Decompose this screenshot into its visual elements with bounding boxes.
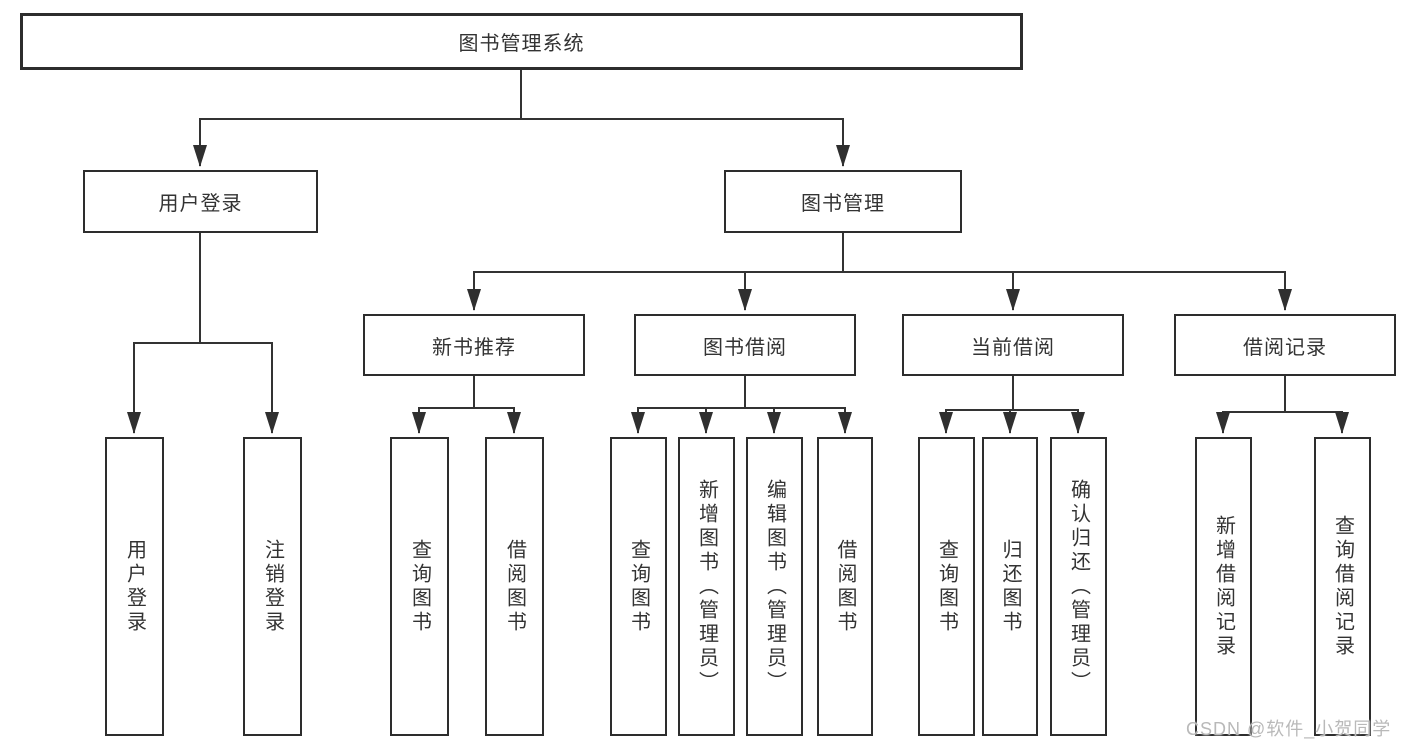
node-book-management-label: 图书管理 [801,193,885,215]
leaf-edit-books-admin: 编辑图书（管理员） [746,437,803,736]
leaf-query-books-borrowing-label: 查询图书 [627,538,650,635]
node-new-book-recommend-label: 新书推荐 [432,336,516,359]
csdn-watermark: CSDN @软件_小贺同学 [1186,719,1392,739]
leaf-logout-label: 注销登录 [261,538,284,635]
node-user-login-label: 用户登录 [158,193,243,215]
leaf-borrow-books-recommend-label: 借阅图书 [503,538,526,635]
node-borrowing-records-label: 借阅记录 [1243,336,1327,359]
leaf-confirm-return-admin: 确认归还（管理员） [1050,437,1107,736]
node-book-borrowing-label: 图书借阅 [703,336,787,359]
node-current-borrowing: 当前借阅 [902,314,1124,376]
leaf-user-login: 用户登录 [105,437,164,736]
node-book-borrowing: 图书借阅 [634,314,856,376]
node-borrowing-records: 借阅记录 [1174,314,1396,376]
leaf-user-login-label: 用户登录 [123,538,146,635]
node-root: 图书管理系统 [20,13,1023,70]
leaf-borrow-books-recommend: 借阅图书 [485,437,544,736]
leaf-borrow-books-borrowing: 借阅图书 [817,437,873,736]
leaf-add-borrow-record: 新增借阅记录 [1195,437,1252,736]
leaf-add-books-admin-label: 新增图书（管理员） [695,478,718,695]
leaf-logout: 注销登录 [243,437,302,736]
leaf-edit-books-admin-label: 编辑图书（管理员） [763,478,786,695]
leaf-confirm-return-admin-label: 确认归还（管理员） [1067,478,1090,695]
leaf-query-books-recommend-label: 查询图书 [408,538,431,635]
node-user-login: 用户登录 [83,170,318,233]
leaf-query-borrow-record-label: 查询借阅记录 [1331,514,1354,659]
node-new-book-recommend: 新书推荐 [363,314,585,376]
node-book-management: 图书管理 [724,170,962,233]
leaf-query-books-recommend: 查询图书 [390,437,449,736]
node-root-label: 图书管理系统 [458,33,585,55]
node-current-borrowing-label: 当前借阅 [971,336,1055,359]
leaf-return-books: 归还图书 [982,437,1038,736]
leaf-add-books-admin: 新增图书（管理员） [678,437,735,736]
leaf-query-borrow-record: 查询借阅记录 [1314,437,1371,736]
leaf-query-books-current-label: 查询图书 [935,538,958,635]
leaf-add-borrow-record-label: 新增借阅记录 [1212,514,1235,659]
leaf-query-books-current: 查询图书 [918,437,975,736]
leaf-return-books-label: 归还图书 [999,538,1021,635]
leaf-borrow-books-borrowing-label: 借阅图书 [834,538,856,635]
leaf-query-books-borrowing: 查询图书 [610,437,667,736]
